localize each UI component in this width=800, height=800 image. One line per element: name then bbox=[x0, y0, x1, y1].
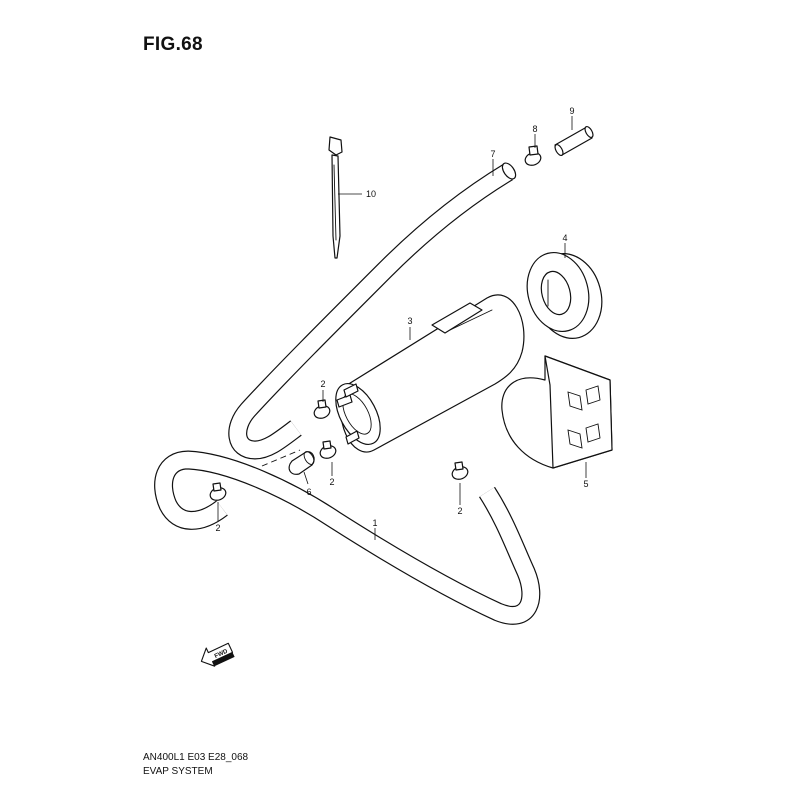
clamp-part-2b bbox=[319, 440, 337, 459]
callout-2d: 2 bbox=[457, 506, 462, 516]
callout-1: 1 bbox=[372, 518, 377, 528]
callout-6: 6 bbox=[306, 487, 311, 497]
callout-2c: 2 bbox=[215, 523, 220, 533]
hose-upper-part bbox=[228, 162, 517, 460]
section-title: EVAP SYSTEM bbox=[143, 766, 213, 777]
callout-4: 4 bbox=[562, 233, 567, 243]
cushion-ring-part bbox=[526, 251, 603, 340]
callout-10: 10 bbox=[366, 189, 376, 199]
assembly-line bbox=[261, 449, 301, 467]
clamp-part-2d bbox=[451, 461, 469, 480]
model-code: AN400L1 E03 E28_068 bbox=[143, 752, 249, 763]
joint-part bbox=[554, 125, 594, 157]
clamp-part-2c bbox=[209, 482, 227, 501]
fwd-label: FWD bbox=[214, 648, 230, 659]
leader-lines bbox=[217, 116, 587, 540]
callout-8: 8 bbox=[532, 124, 537, 134]
callout-3: 3 bbox=[407, 316, 412, 326]
callout-9: 9 bbox=[569, 106, 574, 116]
callout-5: 5 bbox=[583, 479, 588, 489]
callout-2a: 2 bbox=[320, 379, 325, 389]
callout-labels: 9 8 7 10 4 3 2 5 2 6 2 2 1 bbox=[215, 106, 588, 533]
clamp-part-8 bbox=[524, 145, 542, 166]
hose-lower-part bbox=[154, 450, 541, 625]
callout-7: 7 bbox=[490, 149, 495, 159]
fwd-arrow-icon: FWD bbox=[200, 642, 235, 667]
holder-part bbox=[501, 355, 613, 469]
cap-part bbox=[288, 451, 315, 475]
cable-tie-part bbox=[328, 136, 343, 259]
clamp-part-2a bbox=[313, 399, 331, 419]
canister-part bbox=[335, 294, 525, 453]
figure-title: FIG.68 bbox=[143, 34, 203, 55]
callout-2b: 2 bbox=[329, 477, 334, 487]
